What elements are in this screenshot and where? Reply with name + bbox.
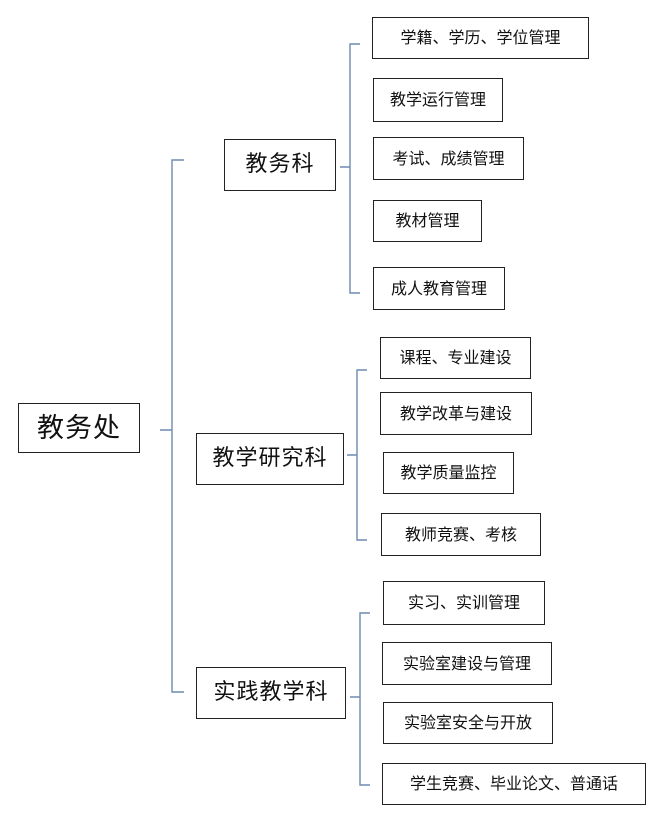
leaf-node: 实习、实训管理 (383, 581, 545, 625)
leaf-node: 成人教育管理 (373, 267, 505, 310)
leaf-node: 实验室建设与管理 (382, 642, 552, 685)
leaf-node: 学籍、学历、学位管理 (372, 17, 589, 59)
dept-3-bracket (350, 612, 370, 786)
leaf-node: 教师竞赛、考核 (381, 513, 541, 556)
leaf-node: 教学质量监控 (383, 452, 514, 494)
root-node: 教务处 (18, 403, 140, 453)
leaf-node: 教学运行管理 (373, 78, 503, 122)
leaf-node: 教材管理 (373, 200, 482, 242)
dept-2-bracket (347, 369, 367, 541)
dept-node-3: 实践教学科 (196, 667, 346, 719)
root-bracket (160, 159, 184, 693)
leaf-node: 考试、成绩管理 (373, 137, 524, 180)
dept-1-bracket (340, 43, 360, 294)
dept-node-1: 教务科 (224, 139, 336, 191)
dept-node-2: 教学研究科 (196, 433, 344, 485)
leaf-node: 学生竞赛、毕业论文、普通话 (382, 763, 646, 805)
leaf-node: 教学改革与建设 (380, 392, 532, 435)
leaf-node: 实验室安全与开放 (383, 702, 553, 744)
leaf-node: 课程、专业建设 (380, 337, 531, 379)
